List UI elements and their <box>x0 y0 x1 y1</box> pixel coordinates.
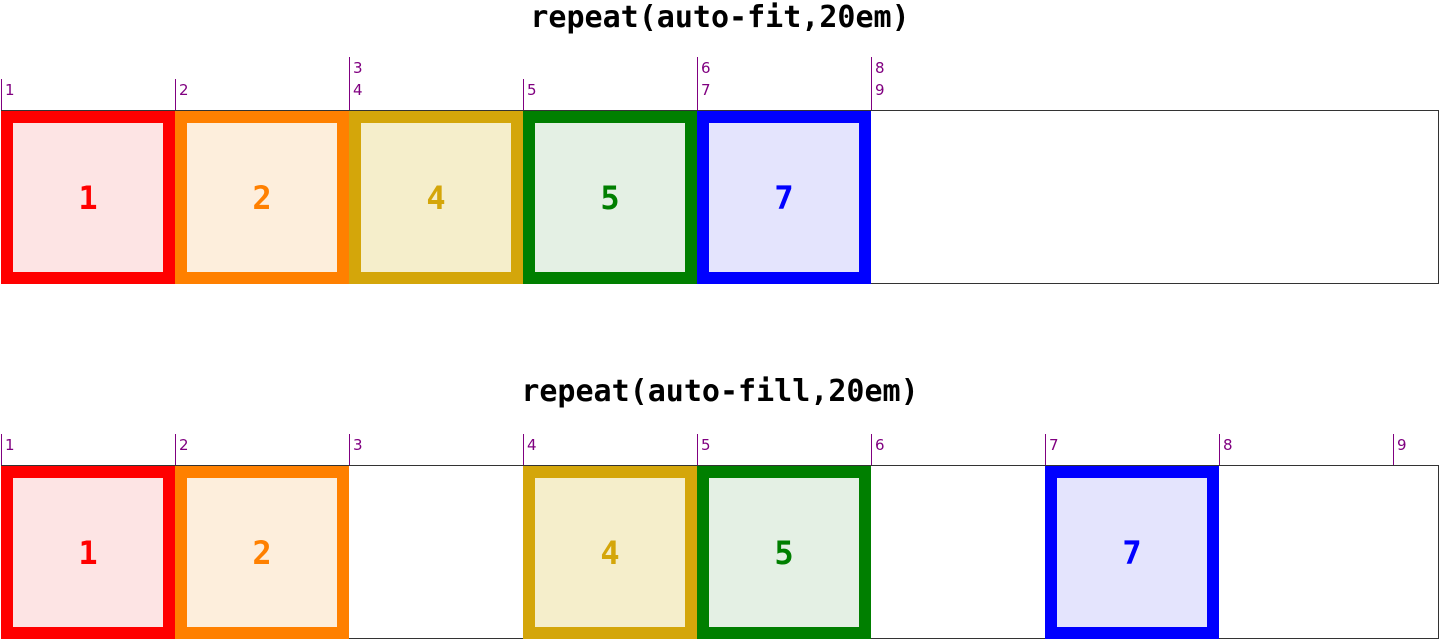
grid-line-number: 8 <box>1223 436 1233 454</box>
grid-line-number: 6 <box>875 436 885 454</box>
grid-line-number: 2 <box>179 81 189 99</box>
grid-line <box>697 57 698 110</box>
grid-line-number: 9 <box>1397 436 1407 454</box>
grid-item: 5 <box>523 111 697 284</box>
grid-item: 1 <box>1 111 175 284</box>
grid-line <box>523 434 524 465</box>
grid-line <box>175 434 176 465</box>
grid-line <box>175 79 176 110</box>
grid-line <box>1 79 2 110</box>
grid-item: 4 <box>349 111 523 284</box>
grid-item: 5 <box>697 466 871 639</box>
grid-line <box>871 57 872 110</box>
grid-line-number: 8 9 <box>875 59 885 99</box>
grid-line-number: 2 <box>179 436 189 454</box>
grid-item: 2 <box>175 111 349 284</box>
grid-item: 4 <box>523 466 697 639</box>
grid-item: 7 <box>1045 466 1219 639</box>
grid-line <box>697 434 698 465</box>
section-title: repeat(auto-fill,20em) <box>521 374 919 409</box>
grid-line <box>1045 434 1046 465</box>
grid-line <box>349 57 350 110</box>
grid-line-number: 5 <box>527 81 537 99</box>
grid-line-number: 3 <box>353 436 363 454</box>
grid-line-number: 7 <box>1049 436 1059 454</box>
grid-line <box>1393 434 1394 465</box>
grid-line <box>523 79 524 110</box>
grid-line <box>349 434 350 465</box>
grid-line-number: 3 4 <box>353 59 363 99</box>
grid-line-number: 6 7 <box>701 59 711 99</box>
grid-item: 1 <box>1 466 175 639</box>
grid-line-number: 1 <box>5 436 15 454</box>
grid-line <box>1 434 2 465</box>
grid-line-number: 1 <box>5 81 15 99</box>
section-title: repeat(auto-fit,20em) <box>530 0 910 35</box>
grid-item: 7 <box>697 111 871 284</box>
grid-line-number: 5 <box>701 436 711 454</box>
grid-item: 2 <box>175 466 349 639</box>
grid-line-number: 4 <box>527 436 537 454</box>
grid-line <box>871 434 872 465</box>
grid-line <box>1219 434 1220 465</box>
